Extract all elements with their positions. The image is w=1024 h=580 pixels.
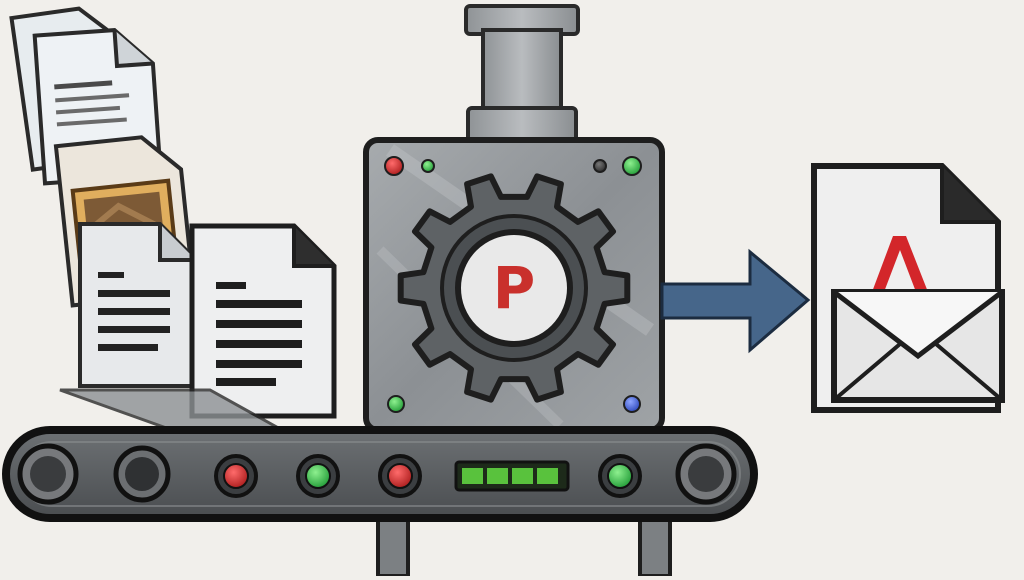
roller [17, 443, 79, 505]
pdf-logo-icon [872, 236, 928, 292]
roller [113, 445, 171, 503]
roller [675, 443, 737, 505]
arrow-right-icon [660, 248, 811, 354]
document-icon [189, 223, 337, 419]
belt-light-red [387, 463, 413, 489]
progress-segment [487, 468, 508, 484]
document-icon [78, 222, 198, 388]
status-light-green [421, 159, 435, 173]
panel-lights [384, 156, 642, 413]
progress-segment [462, 468, 483, 484]
status-light-blue [623, 395, 641, 413]
badge-letter: P [493, 254, 536, 322]
status-light-dark [593, 159, 607, 173]
envelope-icon [831, 289, 1005, 403]
progress-segment [512, 468, 533, 484]
belt-light-red [223, 463, 249, 489]
belt-light-green [607, 463, 633, 489]
status-light-green [387, 395, 405, 413]
belt-rollers [17, 443, 737, 505]
press-pipe [464, 4, 580, 146]
input-documents [9, 6, 337, 442]
belt-lights [214, 454, 642, 498]
progress-segment [537, 468, 558, 484]
pdf-badge: P [455, 229, 573, 347]
machine-legs [376, 518, 672, 578]
status-light-green [622, 156, 642, 176]
belt-light-green [305, 463, 331, 489]
status-light-red [384, 156, 404, 176]
progress-indicator [454, 460, 570, 492]
